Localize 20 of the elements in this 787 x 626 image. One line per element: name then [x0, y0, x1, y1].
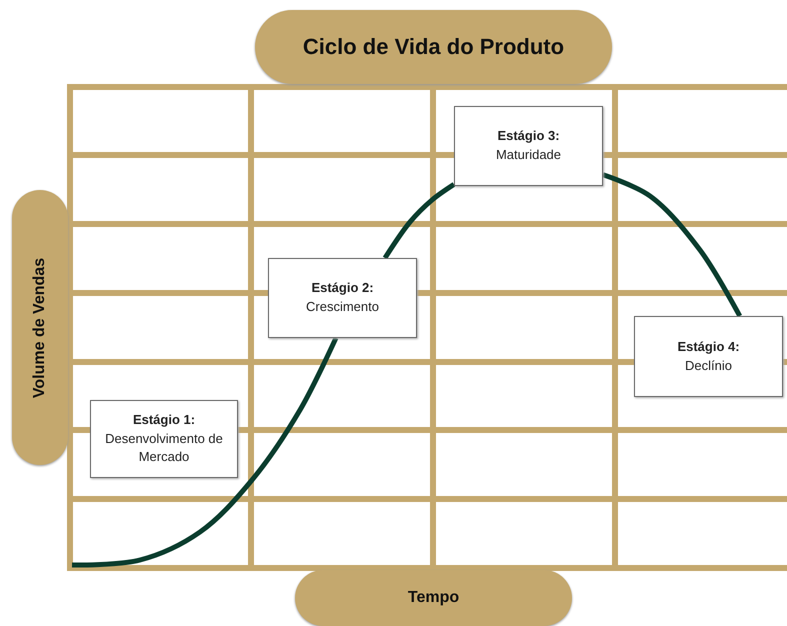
- stage-box: [90, 400, 238, 478]
- stage-box: [454, 106, 603, 186]
- stage-heading: Estágio 1:: [132, 410, 196, 429]
- axis-label: Tempo: [408, 589, 460, 607]
- axis-label-banner: [12, 190, 68, 465]
- stage-name: Maturidade: [496, 146, 562, 164]
- stage-heading: Estágio 3:: [497, 127, 560, 146]
- stage-name: Desenvolvimento de Mercado: [104, 430, 224, 466]
- stage-box: [268, 258, 417, 338]
- sales-curve: [602, 172, 742, 318]
- sales-curve: [382, 182, 456, 260]
- title: Ciclo de Vida do Produto: [302, 34, 564, 60]
- axis-label: Volume de Vendas: [31, 257, 49, 398]
- axis-label-banner: [295, 570, 572, 626]
- stage-heading: Estágio 4:: [677, 338, 740, 356]
- stage-heading: Estágio 2:: [311, 279, 374, 298]
- stage-name: Declínio: [685, 356, 732, 374]
- sales-curve: [72, 336, 338, 568]
- stage-box: [634, 316, 783, 397]
- stage-name: Crescimento: [306, 298, 379, 316]
